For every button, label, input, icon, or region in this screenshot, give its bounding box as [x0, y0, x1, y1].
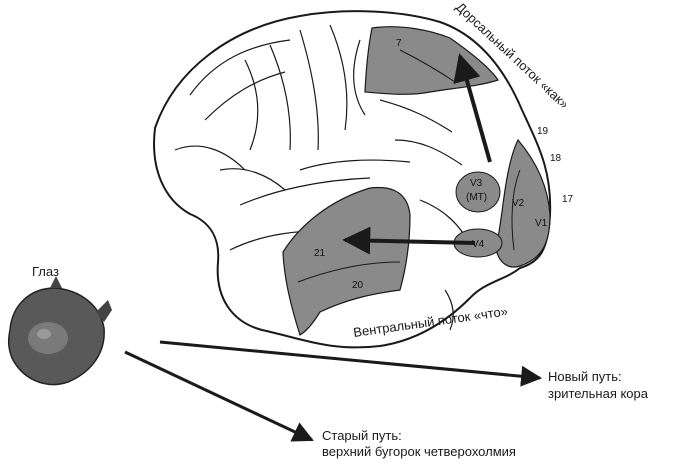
area-7-region [364, 26, 499, 95]
area-v4-label: V4 [472, 239, 485, 250]
area-20-label: 20 [352, 280, 364, 291]
area-v3-label: V3 [470, 178, 483, 189]
eye-label: Глаз [32, 264, 59, 279]
area-number-19: 19 [537, 126, 549, 137]
new-path-label-line1: Новый путь: [548, 369, 622, 384]
area-v1-label: V1 [535, 218, 548, 229]
area-mt-label: (MT) [466, 192, 487, 203]
old-path-label-line2: верхний бугорок четверохолмия [322, 444, 516, 459]
area-v2-label: V2 [512, 198, 525, 209]
old-path-arrow [124, 350, 314, 442]
area-dividers [297, 49, 521, 283]
new-path-arrow [159, 340, 543, 387]
new-path-label-line2: зрительная кора [548, 386, 649, 401]
area-7-label: 7 [396, 38, 402, 49]
area-21-20-region [282, 186, 411, 336]
area-number-18: 18 [550, 153, 562, 164]
dorsal-stream-arrow [453, 53, 492, 163]
area-21-label: 21 [314, 248, 326, 259]
area-number-17: 17 [562, 194, 574, 205]
eye-icon [7, 276, 112, 386]
old-path-label-line1: Старый путь: [322, 428, 402, 443]
ventral-stream-arrow [342, 226, 476, 255]
area-v1-v2-region [495, 138, 551, 268]
area-v3-mt-region [455, 171, 501, 213]
